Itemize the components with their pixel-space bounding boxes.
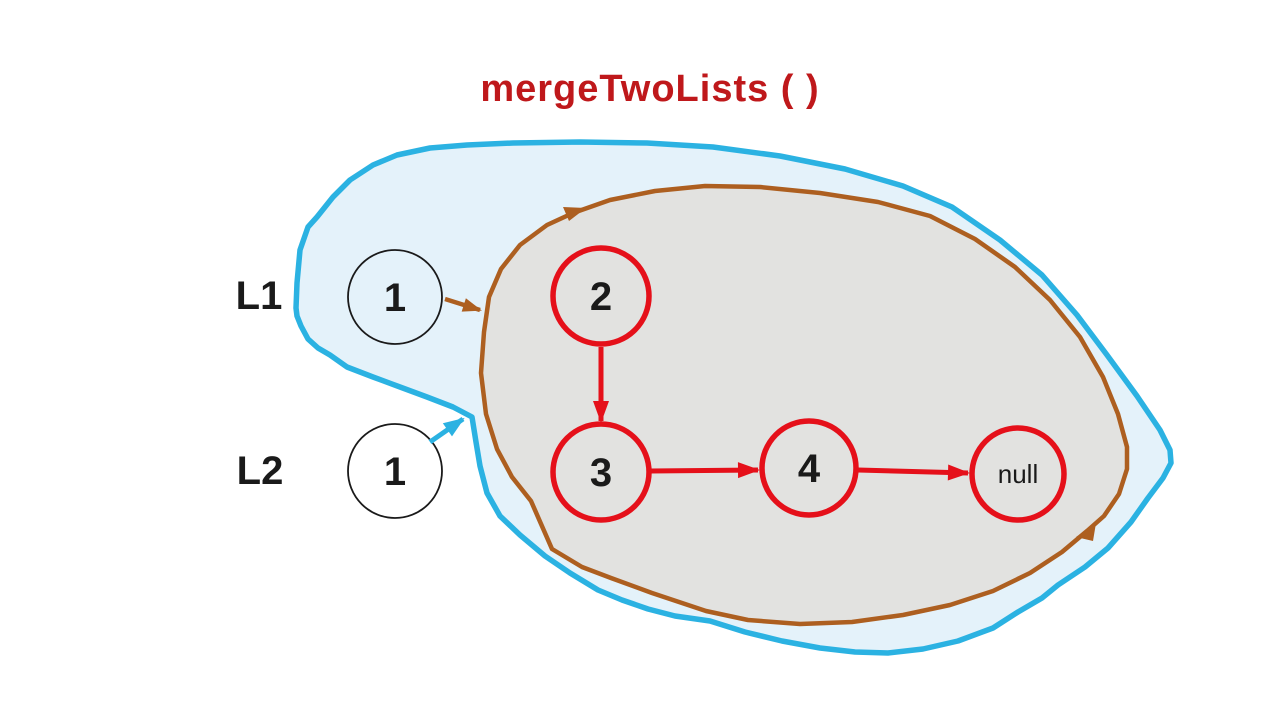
list1-label: L1 <box>235 274 283 318</box>
l1-to-region-arrow <box>444 296 482 313</box>
l1-head-node-circle <box>347 249 443 345</box>
node-2-value: 2 <box>589 275 613 319</box>
null-node-circle <box>969 425 1067 523</box>
diagram-title: mergeTwoLists ( ) <box>480 68 820 110</box>
arrow-4-to-null <box>857 464 970 481</box>
l2-to-region-arrow <box>428 416 465 445</box>
l1-head-node-value: 1 <box>383 276 407 320</box>
brown-outline-tick-right <box>1076 523 1096 541</box>
brown-outline-tick-top <box>563 207 586 221</box>
node-3-value: 3 <box>589 451 613 495</box>
null-node-value: null <box>997 459 1039 489</box>
brown-region-outline <box>478 183 1130 627</box>
l2-head-node-circle <box>347 423 443 519</box>
node-4-circle <box>759 418 859 518</box>
l2-head-node-value: 1 <box>383 450 407 494</box>
node-4-value: 4 <box>797 447 821 491</box>
list2-label: L2 <box>236 449 284 493</box>
arrow-3-to-4 <box>650 462 760 479</box>
node-2-circle <box>550 245 652 347</box>
node-3-circle <box>550 421 652 523</box>
